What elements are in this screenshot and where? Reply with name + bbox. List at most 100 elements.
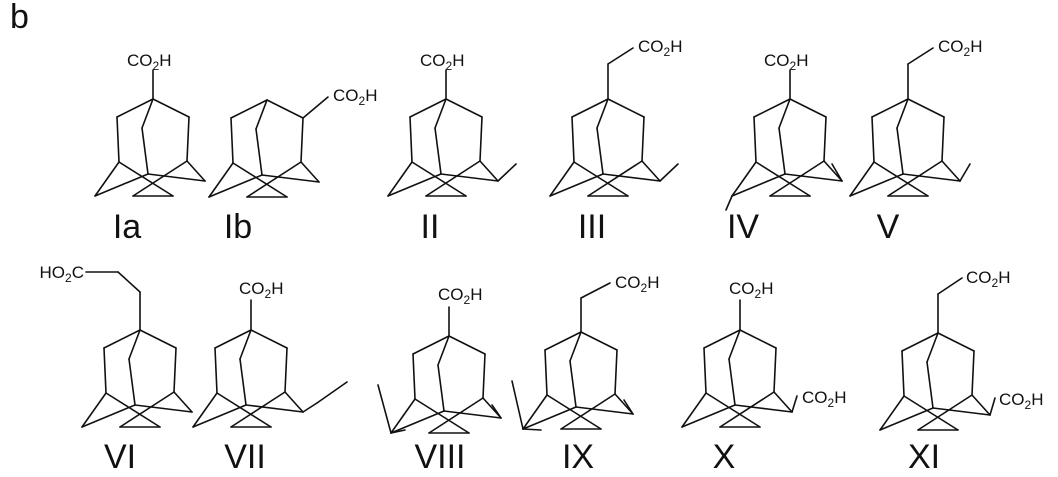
formula-part: CO: [127, 51, 153, 70]
compound-label: III: [578, 208, 606, 246]
bond-line: [917, 394, 973, 431]
bond-line: [255, 128, 263, 176]
bond-line: [81, 392, 107, 428]
bond-line: [681, 392, 707, 428]
formula-part: CO: [966, 268, 992, 287]
bond-line: [728, 358, 736, 406]
bond-line: [901, 332, 939, 352]
bond-line: [596, 98, 609, 129]
bond-line: [173, 347, 177, 393]
bond-line: [871, 116, 875, 163]
formula-subscript: 2: [790, 59, 797, 73]
bond-line: [440, 173, 499, 182]
bond-line: [607, 98, 645, 118]
bond-line: [823, 160, 843, 182]
bond-line: [119, 391, 175, 428]
bond-line: [300, 117, 304, 163]
bond-line: [412, 335, 450, 355]
bond-line: [871, 98, 909, 118]
bond-line: [409, 116, 413, 163]
bond-line: [214, 347, 218, 394]
bond-line: [549, 173, 604, 197]
bond-line: [377, 384, 392, 434]
bond-line: [989, 397, 996, 416]
bond-line: [778, 127, 786, 175]
bond-line: [261, 174, 320, 183]
compound-label: II: [421, 208, 440, 246]
formula-part: H: [670, 37, 682, 56]
co2h-group-text: CO2H: [966, 268, 1010, 290]
formula-subscript: 2: [964, 45, 971, 59]
bond-line: [903, 395, 959, 431]
co2h-group-text: CO2H: [239, 279, 283, 301]
bond-line: [580, 282, 611, 299]
co2h-group-text: CO2H: [127, 51, 171, 73]
bond-line: [103, 347, 107, 394]
bond-line: [575, 406, 634, 415]
bond-line: [302, 402, 318, 413]
bond-line: [789, 98, 827, 118]
formula-part: CO: [438, 285, 464, 304]
formula-part: H: [452, 51, 464, 70]
formula-part: H: [796, 51, 808, 70]
bond-line: [623, 399, 634, 415]
bond-line: [728, 329, 741, 360]
bond-line: [901, 350, 905, 397]
bond-line: [659, 163, 679, 182]
bond-line: [434, 127, 442, 175]
bond-line: [134, 404, 193, 413]
bond-line: [971, 394, 991, 416]
co2h-group-text: CO2H: [764, 51, 808, 73]
bond-line: [230, 391, 286, 428]
bond-line: [128, 358, 136, 406]
bond-line: [937, 277, 963, 295]
bond-line: [390, 410, 445, 434]
bond-line: [902, 173, 961, 182]
formula-subscript: 2: [755, 287, 762, 301]
bond-line: [596, 127, 604, 175]
formula-subscript: 2: [359, 94, 366, 108]
co2h-group-text: CO2H: [615, 273, 659, 295]
formula-part: CO: [239, 279, 265, 298]
bond-line: [731, 161, 757, 197]
bond-line: [703, 347, 707, 394]
formula-part: H: [159, 51, 171, 70]
bond-line: [414, 398, 470, 434]
bond-line: [560, 393, 616, 430]
bond-line: [214, 329, 252, 349]
bond-line: [511, 380, 524, 430]
bond-line: [387, 173, 442, 197]
formula-part: CO: [420, 51, 446, 70]
compound-label: X: [713, 438, 736, 472]
bond-line: [778, 98, 791, 129]
bond-line: [437, 364, 445, 412]
formula-subscript: 2: [65, 271, 72, 285]
formula-part: CO: [638, 37, 664, 56]
bond-line: [445, 98, 483, 118]
ho2c-group-text: HO2C: [40, 263, 84, 285]
formula-part: H: [470, 285, 482, 304]
bond-line: [896, 127, 904, 175]
bond-line: [587, 160, 643, 197]
formula-subscript: 2: [153, 59, 160, 73]
compound-label: VII: [224, 438, 266, 472]
compound-ii: CO2H II: [387, 51, 517, 246]
bond-line: [266, 99, 304, 119]
co2h-group-text: CO2H: [999, 390, 1043, 412]
bond-line: [302, 96, 329, 119]
bond-line: [937, 332, 975, 352]
bond-line: [425, 160, 481, 197]
panel-letter: b: [10, 0, 29, 36]
bond-line: [544, 349, 548, 396]
bond-line: [208, 162, 234, 198]
bond-line: [705, 392, 761, 428]
bond-line: [284, 347, 288, 393]
co2h-group-text: CO2H: [420, 51, 464, 73]
bond-line: [246, 161, 302, 198]
co2h-group-text: CO2H: [938, 37, 982, 59]
